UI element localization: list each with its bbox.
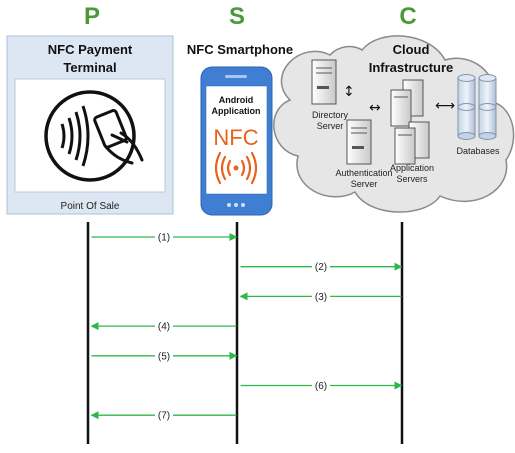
terminal-title-line2: Terminal — [63, 60, 116, 75]
cloud-title-line2: Infrastructure — [369, 60, 454, 75]
cloud-title-line1: Cloud — [393, 42, 430, 57]
android-app-label-line2: Application — [212, 106, 261, 116]
message-label: (5) — [158, 351, 170, 362]
party-letter-s: S — [229, 3, 245, 30]
directory-server-label-line2: Server — [317, 121, 344, 131]
message-label-background — [155, 320, 173, 333]
message-label-background — [155, 409, 173, 422]
message-label: (6) — [315, 381, 327, 392]
databases-label: Databases — [456, 146, 500, 156]
party-letter-c: C — [399, 3, 416, 30]
nfc-logo-text: NFC — [213, 125, 258, 150]
auth-server-label-line1: Authentication — [335, 168, 392, 178]
message-label-background — [312, 290, 330, 303]
smartphone-title: NFC Smartphone — [187, 42, 293, 57]
party-letter-p: P — [84, 3, 100, 30]
app-servers-label-line1: Application — [390, 163, 434, 173]
auth-server-label-line2: Server — [351, 179, 378, 189]
message-label-background — [312, 379, 330, 392]
directory-server-label-line1: Directory — [312, 110, 349, 120]
android-app-label-line1: Android — [219, 95, 254, 105]
app-servers-label-line2: Servers — [396, 174, 428, 184]
payment-terminal-box: NFC Payment Terminal Point Of Sale — [6, 35, 174, 215]
message-label-background — [155, 349, 173, 362]
message-label: (2) — [315, 262, 327, 273]
message-label: (1) — [158, 233, 170, 244]
vertical-double-arrow-icon: ↕ — [343, 84, 355, 100]
message-label: (7) — [158, 411, 170, 422]
message-arrows: (1) (2) (3) (4) (5) (6) (7) — [90, 231, 403, 422]
terminal-title-line1: NFC Payment — [48, 42, 133, 57]
application-servers-icon — [390, 79, 430, 165]
contactless-symbol-icon — [44, 90, 136, 182]
horizontal-double-arrow-icon: ⟷ — [435, 98, 455, 114]
nfc-waves-icon — [214, 151, 258, 185]
message-label-background — [312, 260, 330, 273]
message-label-background — [155, 231, 173, 243]
databases-icon — [457, 74, 497, 140]
point-of-sale-caption: Point Of Sale — [61, 201, 120, 212]
hand-with-card-icon — [93, 109, 144, 165]
directory-server-icon — [311, 59, 337, 105]
horizontal-double-arrow-icon: ↔ — [369, 100, 381, 116]
message-label: (3) — [315, 292, 327, 303]
authentication-server-icon — [346, 119, 372, 165]
message-label: (4) — [158, 322, 170, 333]
